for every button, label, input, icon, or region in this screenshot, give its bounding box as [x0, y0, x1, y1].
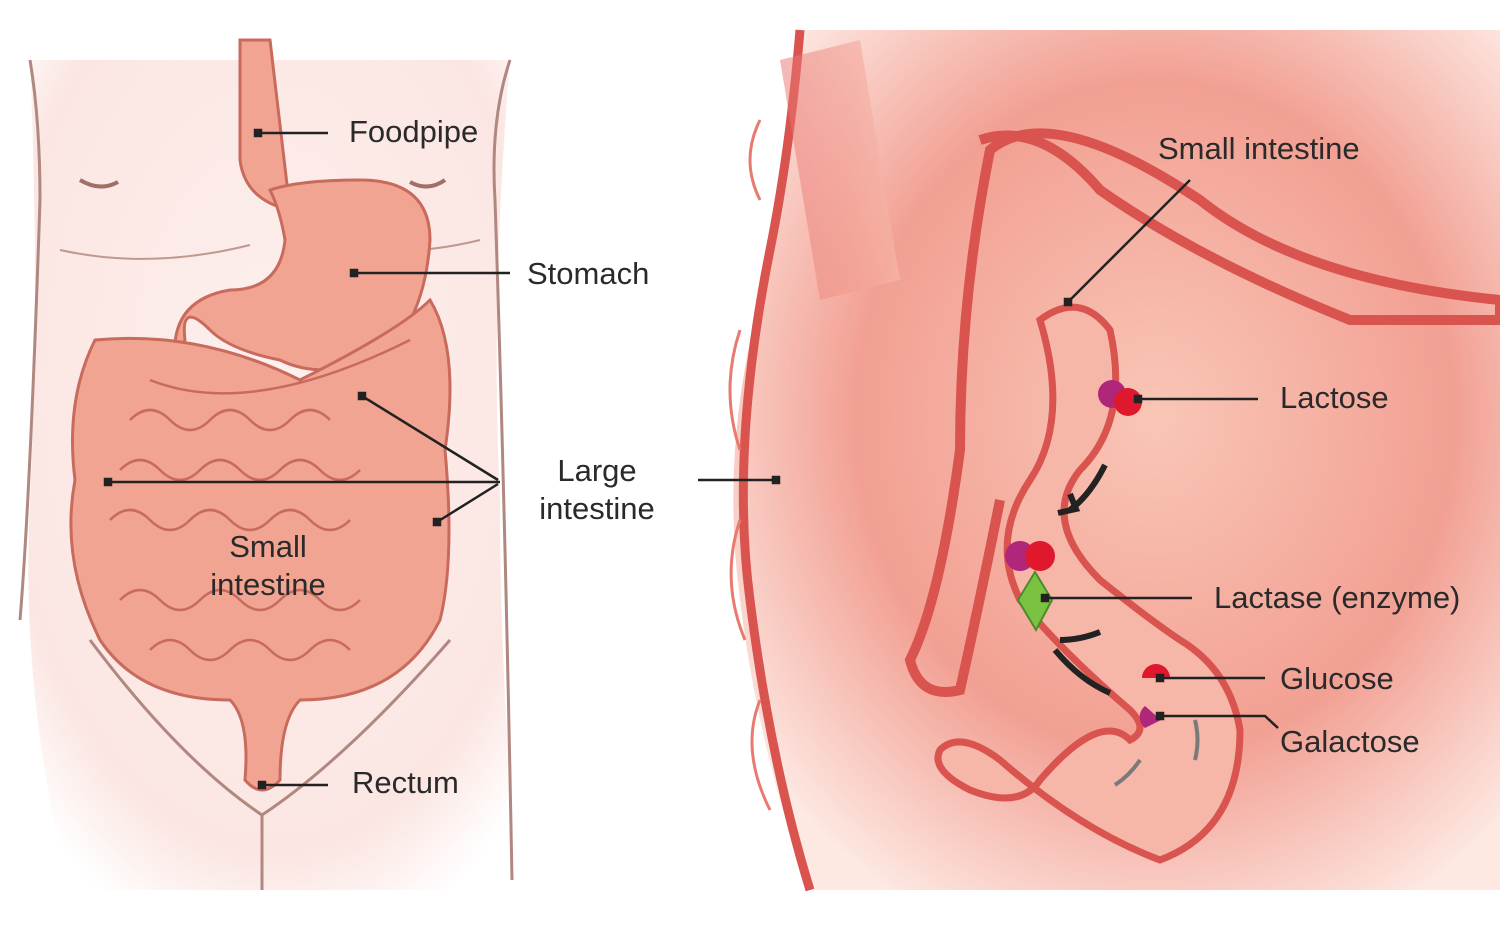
nipple-right [409, 178, 447, 189]
label-small-intestine-line2: intestine [210, 567, 326, 602]
label-large-intestine-line1: Large [557, 453, 637, 488]
label-large-intestine: Large intestine [522, 452, 672, 528]
label-glucose: Glucose [1280, 661, 1394, 696]
arrows [1052, 463, 1112, 696]
label-large-intestine-line2: intestine [539, 491, 655, 526]
intestines-organ [69, 297, 452, 792]
label-small-intestine-right: Small intestine [1158, 131, 1360, 166]
label-stomach: Stomach [527, 256, 650, 291]
label-galactose: Galactose [1280, 724, 1420, 759]
lactase-enzyme [1016, 570, 1054, 633]
large-intestine-section [728, 29, 1500, 892]
label-foodpipe: Foodpipe [349, 114, 479, 149]
nipple-left [78, 178, 119, 189]
label-small-intestine-line1: Small [229, 529, 307, 564]
label-lactose: Lactose [1280, 380, 1389, 415]
galactose-molecule [1139, 706, 1161, 728]
label-rectum: Rectum [352, 765, 459, 800]
label-small-intestine-left: Small intestine [188, 528, 348, 604]
label-lactase: Lactase (enzyme) [1214, 580, 1461, 615]
stomach-organ [173, 178, 432, 372]
left-leader-lines [103, 128, 510, 790]
right-leader-lines [698, 179, 1279, 729]
lactose-with-lactase [1005, 541, 1055, 633]
